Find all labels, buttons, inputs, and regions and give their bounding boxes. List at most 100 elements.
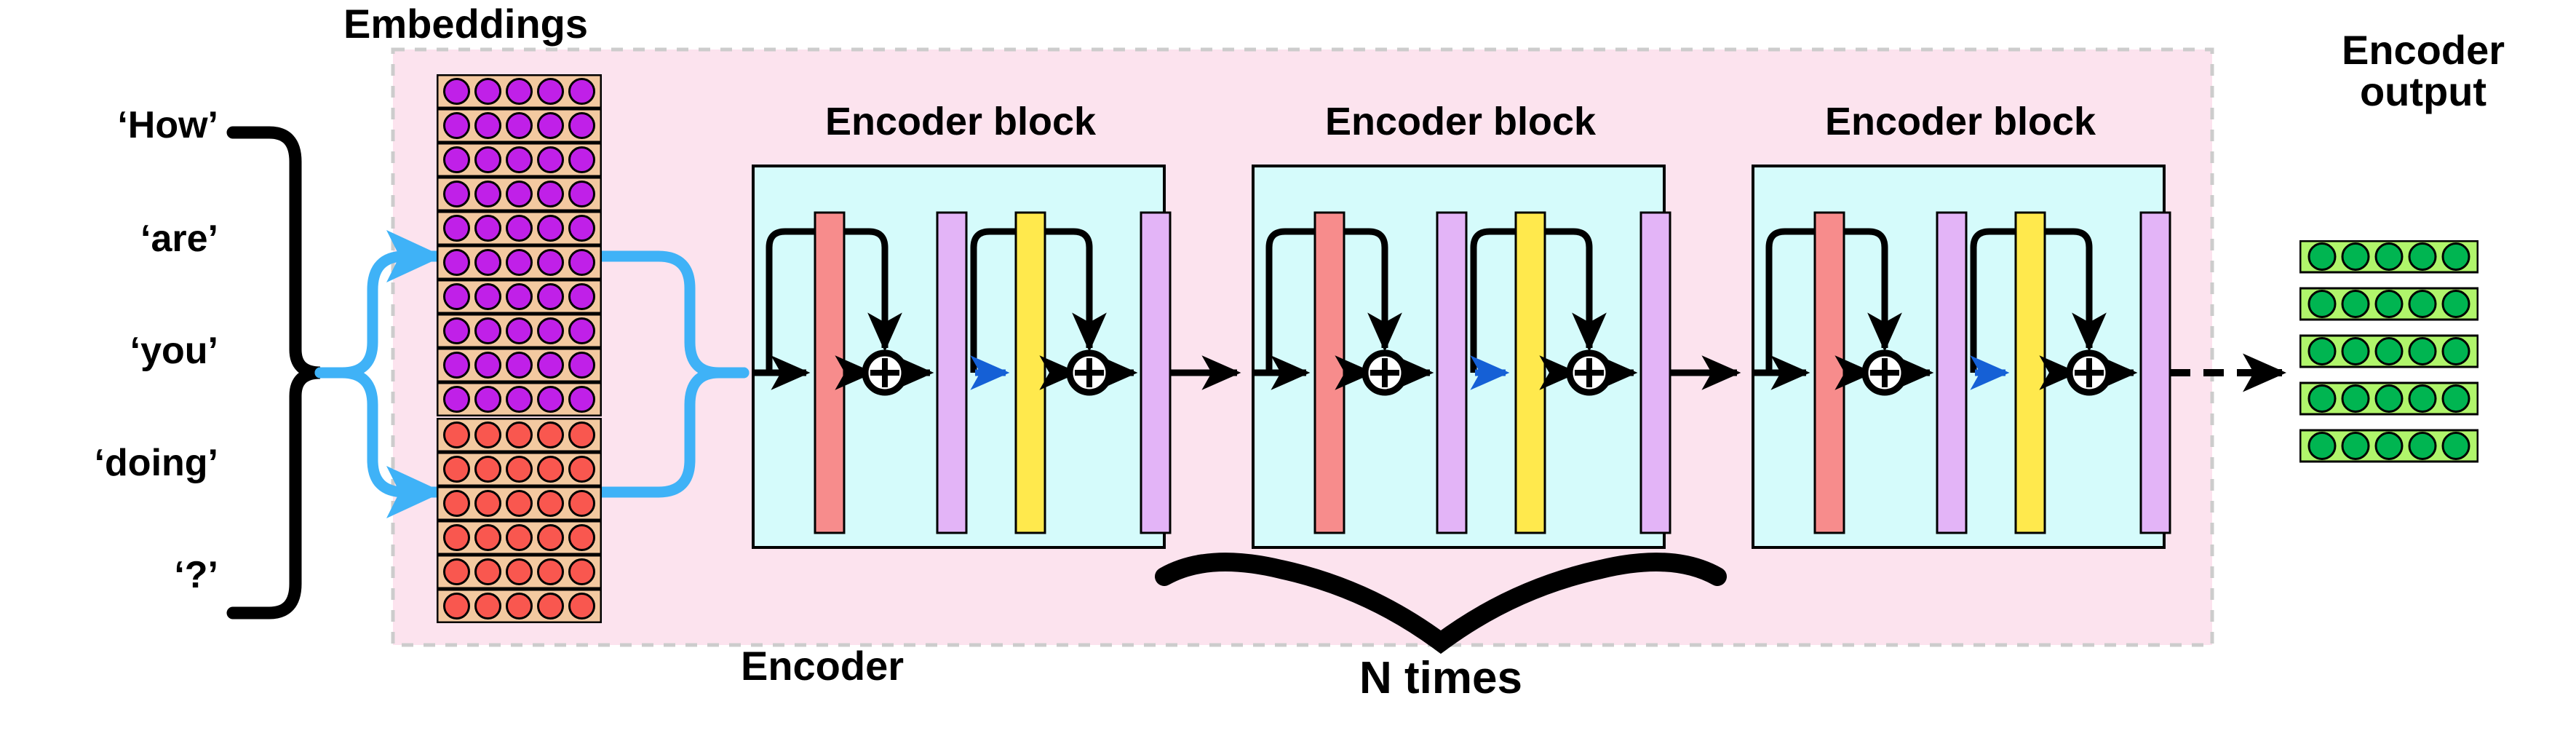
grid-cell-dot	[2341, 432, 2370, 460]
grid-cell-dot	[2374, 290, 2404, 318]
input-token-doing: ‘doing’	[94, 442, 218, 484]
feedforward-bar	[2014, 211, 2046, 534]
addnorm-bar-1	[1436, 211, 1468, 534]
grid-cell-dot	[443, 352, 470, 379]
attention-bar	[1313, 211, 1345, 534]
grid-cell-dot	[537, 317, 564, 344]
grid-cell-dot	[474, 78, 501, 105]
encoder-output-grid	[2299, 240, 2479, 463]
encoder-block-2	[1252, 165, 1671, 549]
grid-cell-dot	[506, 249, 533, 276]
grid-cell-dot	[443, 456, 470, 483]
grid-cell-dot	[443, 386, 470, 413]
grid-cell-dot	[2341, 242, 2370, 271]
grid-cell-dot	[2307, 432, 2337, 460]
grid-cell-dot	[443, 181, 470, 207]
input-token-how: ‘How’	[117, 104, 218, 146]
grid-cell-dot	[474, 593, 501, 620]
grid-cell-dot	[474, 490, 501, 517]
grid-cell-dot	[443, 283, 470, 310]
grid-cell-dot	[506, 317, 533, 344]
grid-cell-dot	[474, 112, 501, 139]
encoder-block-3	[1752, 165, 2171, 549]
grid-cell-dot	[2341, 384, 2370, 413]
grid-cell-dot	[474, 422, 501, 448]
grid-cell-dot	[537, 422, 564, 448]
token-embeddings	[436, 74, 603, 417]
grid-cell-dot	[443, 112, 470, 139]
attention-bar	[814, 211, 846, 534]
addnorm-bar-1	[1936, 211, 1968, 534]
grid-cell-dot	[474, 249, 501, 276]
grid-cell-dot	[568, 558, 595, 585]
grid-cell-dot	[506, 215, 533, 242]
grid-cell-dot	[568, 78, 595, 105]
encoder-block-1-label: Encoder block	[824, 100, 1097, 143]
grid-cell-dot	[2441, 384, 2470, 413]
grid-cell-dot	[568, 593, 595, 620]
grid-cell-dot	[506, 558, 533, 585]
encoder-label: Encoder	[740, 643, 905, 689]
grid-cell-dot	[474, 386, 501, 413]
grid-cell-dot	[537, 112, 564, 139]
grid-cell-dot	[2307, 384, 2337, 413]
grid-cell-dot	[443, 490, 470, 517]
grid-cell-dot	[537, 146, 564, 173]
grid-cell-dot	[506, 181, 533, 207]
grid-cell-dot	[2408, 337, 2437, 365]
grid-cell-dot	[2441, 432, 2470, 460]
grid-cell-dot	[2408, 432, 2437, 460]
grid-cell-dot	[443, 146, 470, 173]
grid-cell-dot	[568, 524, 595, 551]
n-times-brace	[1155, 553, 1727, 654]
grid-cell-dot	[537, 78, 564, 105]
grid-cell-dot	[2374, 337, 2404, 365]
grid-cell-dot	[443, 249, 470, 276]
encoder-output-grid	[2299, 240, 2479, 480]
grid-cell-dot	[568, 456, 595, 483]
grid-cell-dot	[443, 422, 470, 448]
grid-cell-dot	[537, 490, 564, 517]
grid-cell-dot	[568, 317, 595, 344]
grid-cell-dot	[537, 524, 564, 551]
grid-cell-dot	[2374, 432, 2404, 460]
grid-cell-dot	[2307, 337, 2337, 365]
grid-cell-dot	[537, 283, 564, 310]
flow-from-positional-embeddings	[594, 367, 750, 498]
grid-cell-dot	[2374, 242, 2404, 271]
addnorm-bar-2	[1639, 211, 1671, 534]
positional-embeddings	[436, 417, 603, 624]
grid-cell-dot	[506, 524, 533, 551]
grid-cell-dot	[568, 181, 595, 207]
token-embeddings-grid	[436, 74, 603, 420]
input-token-question-mark: ‘?’	[174, 554, 218, 596]
encoder-block-1	[752, 165, 1172, 549]
grid-cell-dot	[506, 283, 533, 310]
grid-cell-dot	[2307, 290, 2337, 318]
grid-cell-dot	[2307, 242, 2337, 271]
grid-cell-dot	[537, 386, 564, 413]
feedforward-bar	[1014, 211, 1046, 534]
grid-cell-dot	[506, 146, 533, 173]
grid-cell-dot	[474, 215, 501, 242]
grid-cell-dot	[2341, 290, 2370, 318]
grid-cell-dot	[568, 249, 595, 276]
grid-cell-dot	[506, 422, 533, 448]
grid-cell-dot	[537, 352, 564, 379]
grid-cell-dot	[568, 283, 595, 310]
grid-cell-dot	[537, 593, 564, 620]
grid-cell-dot	[474, 317, 501, 344]
positional-embeddings-grid	[436, 417, 603, 627]
grid-cell-dot	[506, 456, 533, 483]
encoder-block-3-label: Encoder block	[1824, 100, 2096, 143]
grid-cell-dot	[474, 558, 501, 585]
attention-bar	[1813, 211, 1845, 534]
feedforward-bar	[1514, 211, 1546, 534]
grid-cell-dot	[568, 146, 595, 173]
grid-cell-dot	[2341, 337, 2370, 365]
addnorm-bar-1	[936, 211, 968, 534]
grid-cell-dot	[2408, 290, 2437, 318]
addnorm-bar-2	[1140, 211, 1172, 534]
grid-cell-dot	[537, 249, 564, 276]
